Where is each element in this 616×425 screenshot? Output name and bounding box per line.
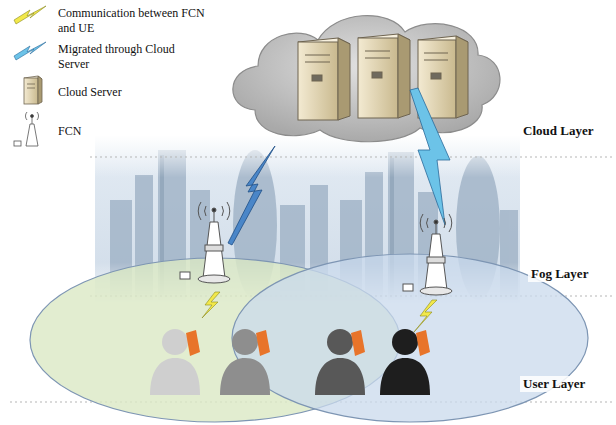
link-to-cloud [228,146,275,245]
ue-link-left [202,292,220,318]
fcn-tower-right [403,214,452,295]
legend-server-icon [24,76,42,104]
legend-fcn-icon [14,112,39,146]
legend-text: Cloud Server [58,85,218,100]
user-2 [220,329,270,395]
fcn-tower-left [180,202,230,283]
cloud [233,16,500,142]
legend-migration-icon [14,42,46,60]
user-3 [315,329,365,395]
migration-link [410,88,450,225]
legend-text: Migrated through Cloud Server [58,42,188,72]
layer-label: Fog Layer [528,266,591,282]
legend-ue-link-icon [14,6,46,24]
legend-text: FCN [58,124,218,139]
legend-text: Communication between FCN and UE [58,6,218,36]
layer-label: Cloud Layer [520,123,596,139]
cloud-servers [298,34,468,120]
ue-link-right [414,300,437,332]
user-4 [380,329,430,395]
layer-label: User Layer [520,376,588,392]
user-1 [150,329,200,395]
